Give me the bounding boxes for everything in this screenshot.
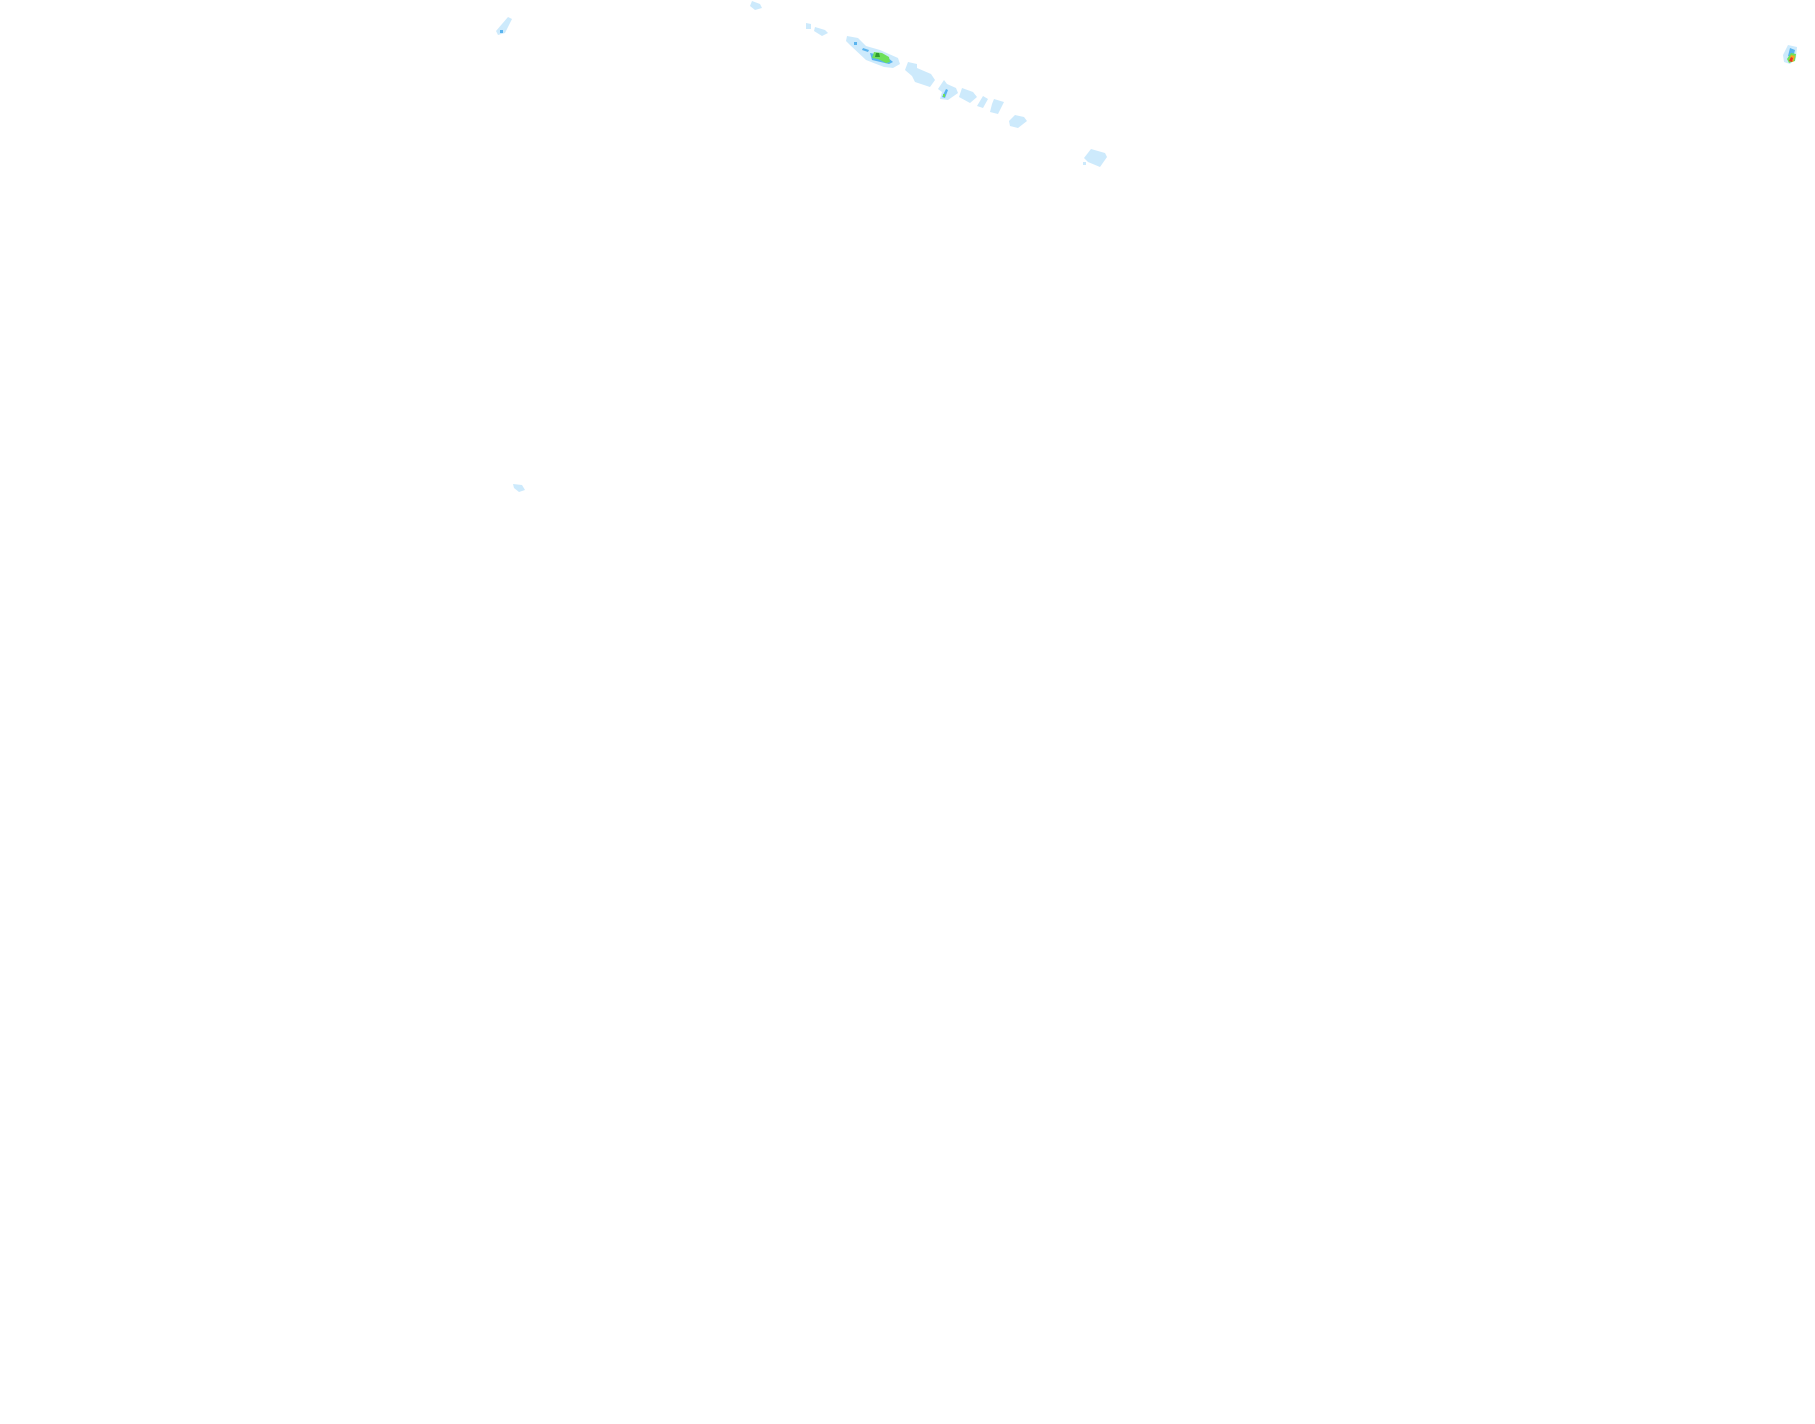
- precip-intense-layer: [1789, 55, 1795, 62]
- precip-cell: [500, 30, 503, 33]
- precip-cell: [814, 27, 828, 36]
- precip-cell: [496, 17, 512, 35]
- precip-cell: [1083, 162, 1086, 165]
- precip-cell: [875, 53, 880, 57]
- precip-cell: [977, 96, 988, 108]
- precip-cell: [854, 42, 857, 45]
- precip-cell: [862, 48, 869, 52]
- precip-cell: [750, 1, 762, 10]
- precip-cell: [513, 484, 525, 492]
- precip-cell: [1789, 57, 1793, 62]
- precip-cell: [943, 94, 945, 97]
- precip-cell: [959, 88, 977, 103]
- precip-light-layer: [496, 1, 1797, 492]
- precip-cell: [1084, 149, 1107, 167]
- precip-heavy-layer: [875, 53, 880, 57]
- precip-cell: [1009, 115, 1027, 128]
- precip-medium-layer: [500, 30, 1795, 98]
- precip-moderate-layer: [872, 52, 1796, 97]
- precip-cell: [846, 36, 900, 68]
- precip-cell: [990, 99, 1004, 114]
- precip-cell: [905, 62, 935, 87]
- precip-cell: [806, 23, 811, 29]
